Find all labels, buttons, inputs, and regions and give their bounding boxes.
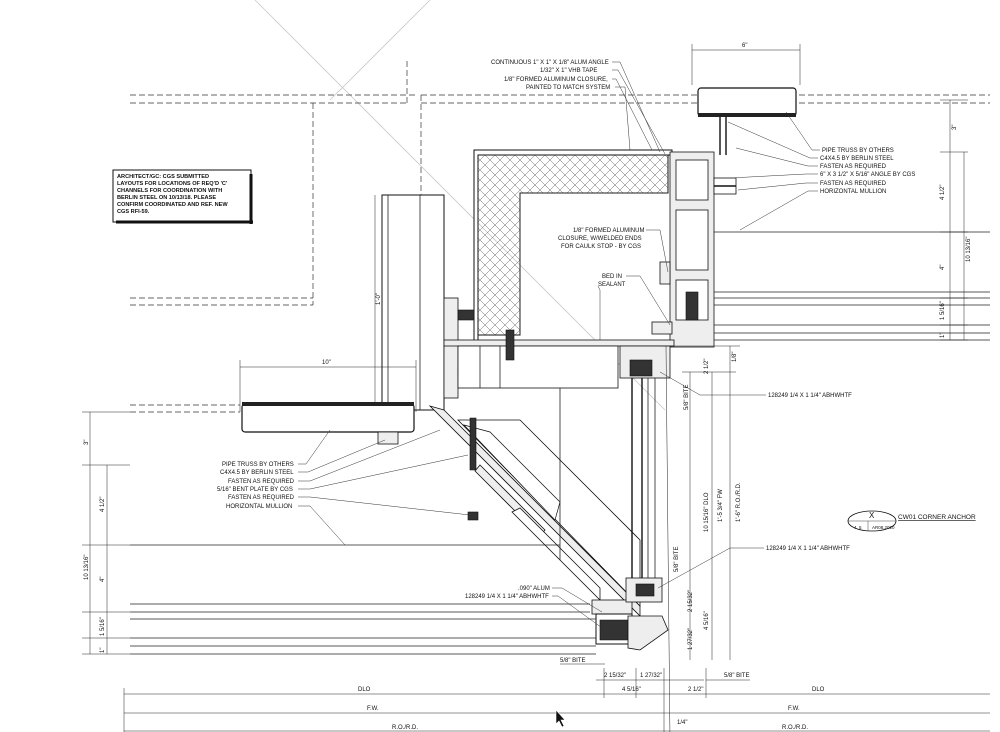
dim-ro-left: R.O./R.D. bbox=[392, 725, 418, 731]
pipe-truss-right: 6" bbox=[691, 43, 801, 155]
dim-dlo-right: DLO bbox=[812, 687, 825, 693]
section-mark: X bbox=[869, 511, 875, 520]
coordination-note-box: ARCHITECT/GC: CGS SUBMITTED LAYOUTS FOR … bbox=[112, 169, 253, 224]
note-line-5: CONFIRM COORDINATED AND REF. NEW bbox=[117, 202, 228, 208]
dim-1-27-32: 1 27/32" bbox=[688, 628, 694, 650]
dim-fw-left: F.W. bbox=[367, 706, 379, 712]
dim-bite-bottom-right: 5/8" BITE bbox=[724, 673, 749, 679]
pipe-truss-left: 10" 1'-0" bbox=[239, 195, 417, 445]
dim-l1-5-16: 1 5/16" bbox=[100, 617, 106, 636]
structure-outline-lower bbox=[130, 404, 240, 413]
callout-closure-top-1: 1/8" FORMED ALUMINUM CLOSURE, bbox=[504, 77, 608, 83]
callout-closure-mid-1: 1/8" FORMED ALUMINUM bbox=[573, 228, 644, 234]
bottom-dimension-strings: 5/8" BITE 5/8" BITE 2 15/32" 1 27/32" DL… bbox=[123, 658, 990, 732]
dim-top-6: 6" bbox=[742, 43, 747, 49]
dim-b-1-4: 1/4" bbox=[677, 720, 687, 726]
dim-l4-1-2: 4 1/2" bbox=[100, 497, 106, 512]
top-callouts: CONTINUOUS 1" X 1" X 1/8" ALUM ANGLE 1/3… bbox=[491, 60, 671, 340]
right-dimension-strings: 3" 4 1/2" 4" 1 5/16" 1" 10 13/16" bbox=[940, 99, 972, 341]
note-line-2: LAYOUTS FOR LOCATIONS OF REQ'D 'C' bbox=[117, 181, 228, 187]
callout-closure-top-2: PAINTED TO MATCH SYSTEM bbox=[526, 85, 610, 91]
note-line-4: BERLIN STEEL ON 10/13/18. PLEASE bbox=[117, 195, 216, 201]
dim-1-0: 1'-0" bbox=[376, 293, 382, 305]
callout-left-5: FASTEN AS REQUIRED bbox=[228, 495, 295, 501]
callout-bed-sealant-2: SEALANT bbox=[598, 282, 626, 288]
mouse-cursor-icon bbox=[555, 709, 566, 728]
diagonal-corner-assembly bbox=[428, 405, 669, 651]
callout-left-2: C4X4.5 BY BERLIN STEEL bbox=[220, 470, 294, 476]
right-callouts: PIPE TRUSS BY OTHERS C4X4.5 BY BERLIN ST… bbox=[727, 111, 915, 231]
mullion-right bbox=[651, 151, 737, 348]
dim-fw-vertical: 1'-5 3/4" FW bbox=[718, 489, 724, 522]
dim-l10-13-16: 10 13/16" bbox=[84, 555, 90, 581]
callout-fastener-upper: 128249 1/4 X 1 1/4" ABHWHTF bbox=[768, 393, 852, 399]
callout-left-6: HORIZONTAL MULLION bbox=[226, 504, 292, 510]
callout-alum-090: .090" ALUM bbox=[518, 586, 550, 592]
note-line-6: CGS RFI-59. bbox=[117, 209, 150, 215]
callout-left-4: 5/16" BENT PLATE BY CGS bbox=[217, 487, 293, 493]
callout-bed-sealant-1: BED IN bbox=[602, 274, 622, 280]
note-line-1: ARCHITECT/GC: CGS SUBMITTED bbox=[117, 174, 209, 180]
dim-r3: 3" bbox=[952, 125, 958, 130]
steel-channel-left bbox=[381, 194, 675, 411]
dim-dlo-vertical: 10 15/16" DLO bbox=[704, 492, 710, 532]
callout-right-6: HORIZONTAL MULLION bbox=[820, 189, 886, 195]
dim-bite-vertical: 5/8" BITE bbox=[674, 547, 680, 572]
section-tag: X 4, 5 AR08.2020 CW01 CORNER ANCHOR bbox=[847, 510, 976, 532]
corner-vertical-frame bbox=[559, 345, 671, 603]
callout-right-3: FASTEN AS REQUIRED bbox=[820, 164, 887, 170]
dim-b-4-5-16: 4 5/16" bbox=[622, 687, 641, 693]
callout-right-2: C4X4.5 BY BERLIN STEEL bbox=[820, 156, 894, 162]
dim-dlo-left: DLO bbox=[358, 687, 371, 693]
dim-2-15-32: 2 15/32" bbox=[688, 590, 694, 612]
dim-ro-vertical: 1'-6" R.O./R.D. bbox=[736, 482, 742, 522]
callout-left-1: PIPE TRUSS BY OTHERS bbox=[222, 462, 294, 468]
dim-r1: 1" bbox=[940, 333, 946, 338]
callout-right-1: PIPE TRUSS BY OTHERS bbox=[822, 148, 894, 154]
dim-fw-right: F.W. bbox=[788, 706, 800, 712]
dim-4-5-16: 4 5/16" bbox=[704, 611, 710, 630]
callout-right-4: 6" X 3 1/2" X 5/16" ANGLE BY CGS bbox=[820, 172, 915, 178]
left-dimension-strings: 3" 4 1/2" 10 13/16" 4" 1 5/16" 1" bbox=[82, 411, 130, 655]
left-callouts: PIPE TRUSS BY OTHERS C4X4.5 BY BERLIN ST… bbox=[217, 429, 471, 546]
callout-closure-mid-2: CLOSURE, W/WELDED ENDS bbox=[558, 236, 642, 242]
dim-r4: 4" bbox=[940, 265, 946, 270]
dim-r1-5-16: 1 5/16" bbox=[940, 301, 946, 320]
dim-bite-upper: 5/8" BITE bbox=[684, 385, 690, 410]
section-sheet-right: AR08.2020 bbox=[872, 525, 895, 530]
callout-right-5: FASTEN AS REQUIRED bbox=[820, 181, 887, 187]
dim-2-1-2: 2 1/2" bbox=[704, 359, 710, 374]
section-sheet-left: 4, 5 bbox=[854, 525, 862, 530]
dim-r4-1-2: 4 1/2" bbox=[940, 185, 946, 200]
callout-alum-angle: CONTINUOUS 1" X 1" X 1/8" ALUM ANGLE bbox=[491, 60, 609, 66]
dim-bite-bottom-left: 5/8" BITE bbox=[560, 658, 585, 664]
dim-l3: 3" bbox=[84, 440, 90, 445]
callout-left-3: FASTEN AS REQUIRED bbox=[228, 479, 295, 485]
dim-b-1-27-32: 1 27/32" bbox=[640, 673, 662, 679]
callout-fastener-lower: 128249 1/4 X 1 1/4" ABHWHTF bbox=[766, 546, 850, 552]
callout-fastener-left: 128249 1/4 X 1 1/4" ABHWHTF bbox=[465, 594, 549, 600]
callout-closure-mid-3: FOR CAULK STOP - BY CGS bbox=[561, 244, 641, 250]
dim-10: 10" bbox=[322, 360, 331, 366]
dim-r10-13-16: 10 13/16" bbox=[966, 237, 972, 263]
dim-l4: 4" bbox=[100, 577, 106, 582]
callout-vhb-tape: 1/32" X 1" VHB TAPE bbox=[540, 68, 597, 74]
center-dimension-strings: 5/8" BITE 2 1/2" 1/8" 10 15/16" DLO 1'-5… bbox=[660, 345, 742, 732]
dim-1-8: 1/8" bbox=[732, 352, 738, 362]
dim-b-2-1-2: 2 1/2" bbox=[688, 687, 703, 693]
dim-ro-right: R.O./R.D. bbox=[782, 725, 808, 731]
dim-b-2-15-32: 2 15/32" bbox=[604, 673, 626, 679]
note-line-3: CHANNELS FOR COORDINATION WITH bbox=[117, 188, 222, 194]
horizontal-mullion-right bbox=[714, 231, 990, 341]
section-title: CW01 CORNER ANCHOR bbox=[898, 514, 976, 521]
dim-l1: 1" bbox=[100, 648, 106, 653]
